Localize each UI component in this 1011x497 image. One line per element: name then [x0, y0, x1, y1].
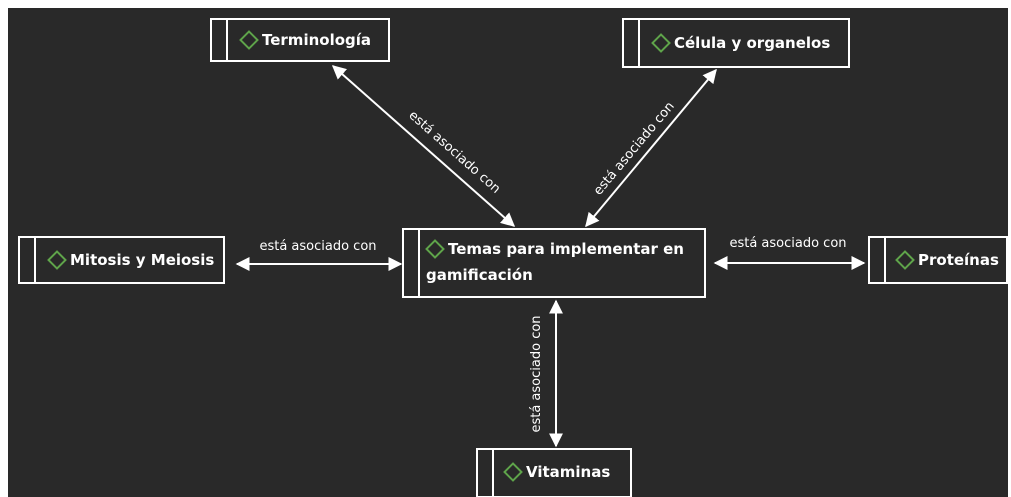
node-label: Célula y organelos	[674, 34, 831, 52]
node-side-bar	[492, 450, 494, 496]
node-proteinas[interactable]: Proteínas	[868, 236, 1008, 284]
node-side-bar	[418, 230, 420, 296]
concept-map-canvas: está asociado con está asociado con está…	[8, 8, 1008, 497]
node-label-line1: Temas para implementar en	[448, 240, 684, 258]
edge-label-mitosis: está asociado con	[259, 239, 376, 254]
node-side-bar	[226, 20, 228, 60]
node-central[interactable]: Temas para implementar en gamificación	[402, 228, 706, 298]
diamond-icon	[651, 33, 671, 53]
node-label: Terminología	[262, 31, 372, 49]
node-side-bar	[638, 20, 640, 66]
node-vitaminas[interactable]: Vitaminas	[476, 448, 632, 497]
node-terminologia[interactable]: Terminología	[210, 18, 390, 62]
node-mitosis[interactable]: Mitosis y Meiosis	[18, 236, 225, 284]
edge-label-terminologia: está asociado con	[406, 108, 504, 197]
edge-terminologia	[331, 65, 516, 227]
node-label-line2: gamificación	[426, 266, 533, 284]
node-celula[interactable]: Célula y organelos	[622, 18, 850, 68]
node-side-bar	[884, 238, 886, 282]
diamond-icon	[895, 250, 915, 270]
diamond-icon	[47, 250, 67, 270]
node-label: Mitosis y Meiosis	[70, 251, 215, 269]
connector-layer: está asociado con está asociado con está…	[235, 65, 866, 448]
edge-label-proteinas: está asociado con	[729, 236, 846, 251]
edge-label-vitaminas: está asociado con	[529, 315, 544, 432]
edge-celula	[585, 68, 717, 228]
edge-label-celula: está asociado con	[591, 99, 678, 198]
diamond-icon	[503, 462, 523, 482]
node-label: Vitaminas	[526, 463, 611, 481]
diamond-icon	[239, 30, 259, 50]
node-label: Proteínas	[918, 251, 999, 269]
diamond-icon	[425, 239, 445, 259]
node-side-bar	[34, 238, 36, 282]
